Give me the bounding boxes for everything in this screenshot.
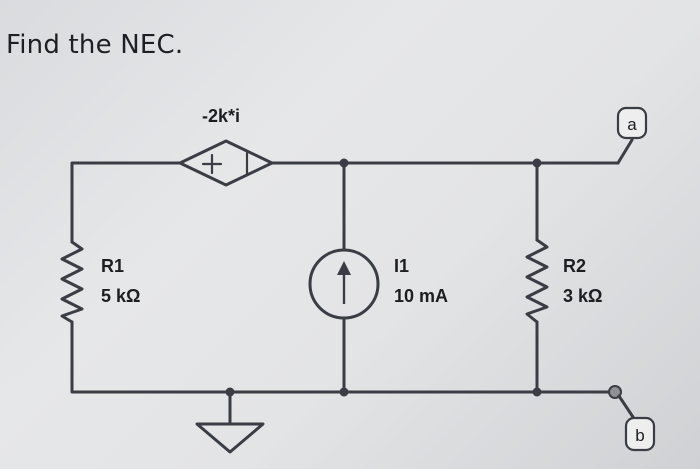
node-top-right [532, 158, 542, 168]
node-top-middle [339, 158, 349, 168]
wire-terminal-b-lead [617, 394, 635, 419]
ground-icon [195, 422, 265, 454]
current-source-i1 [308, 248, 380, 320]
terminal-b: b [624, 416, 656, 452]
node-bottom-middle [339, 387, 349, 397]
wire-top-left [70, 161, 182, 244]
dependent-voltage-source [178, 139, 274, 187]
i1-value-label: 10 mA [394, 286, 448, 306]
node-bottom-right [532, 387, 542, 397]
resistor-r2-symbol [525, 238, 549, 324]
node-bottom-ground [225, 387, 235, 397]
arrow-up-icon [337, 261, 351, 275]
dependent-source-label: -2k*i [202, 106, 240, 126]
r1-name-label: R1 [101, 256, 124, 276]
wire-terminal-a-lead [616, 138, 634, 165]
r2-name-label: R2 [563, 256, 586, 276]
terminal-a-label: a [627, 115, 637, 134]
i1-name-label: I1 [394, 256, 409, 276]
problem-prompt: Find the NEC. [6, 30, 184, 60]
terminal-a: a [616, 106, 648, 140]
r2-value-label: 3 kΩ [563, 286, 602, 306]
r1-value-label: 5 kΩ [101, 286, 140, 306]
resistor-r1-symbol [60, 240, 84, 324]
terminal-b-label: b [635, 426, 644, 445]
wire-bottom [70, 320, 617, 394]
